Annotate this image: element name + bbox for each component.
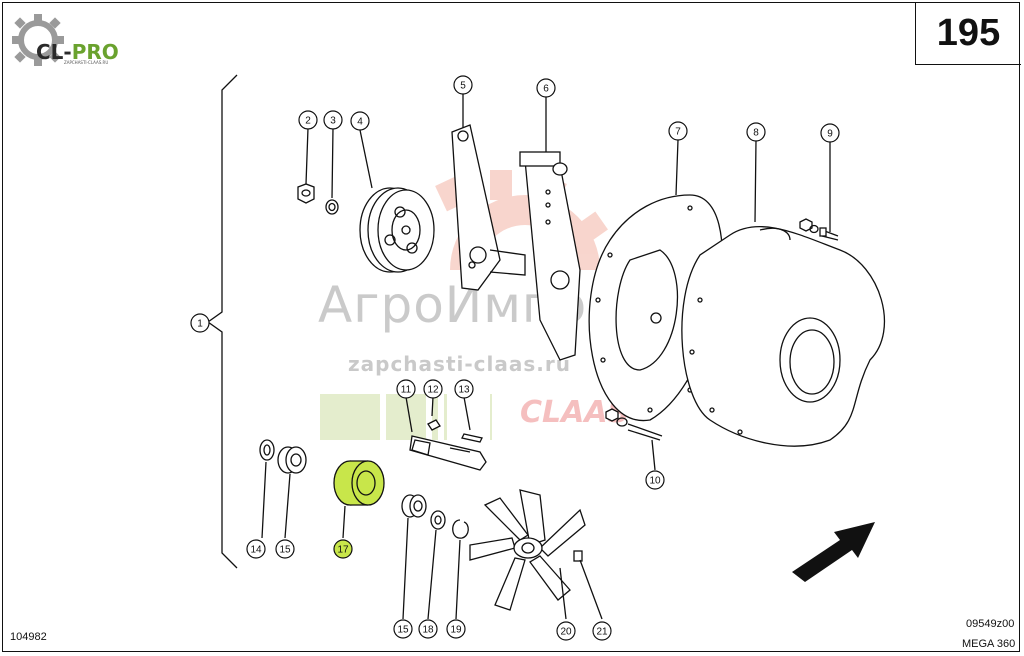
bolt-part-lower — [605, 408, 663, 441]
callout-circle-14 — [246, 539, 266, 559]
direction-arrow-icon — [792, 522, 875, 582]
watermark-url: zapchasti-claas.ru — [348, 352, 571, 376]
callout-circle-9 — [820, 123, 840, 143]
pin-part — [461, 433, 483, 443]
callout-circle-4 — [350, 111, 370, 131]
callout-circle-7 — [668, 121, 688, 141]
callout-circle-15b — [393, 619, 413, 639]
impeller-part — [469, 489, 586, 611]
callout-circle-10 — [645, 470, 665, 490]
nut-part — [297, 183, 315, 204]
callout-circle-19 — [446, 619, 466, 639]
cl-pro-logo: CL-PRO ZAPCHASTI-CLAAS.RU — [8, 10, 128, 70]
shaft-part — [409, 435, 487, 471]
callout-14[interactable]: 14 — [250, 545, 262, 556]
callout-1[interactable]: 1 — [197, 319, 203, 330]
callout-6[interactable]: 6 — [543, 84, 549, 95]
callout-circle-13 — [454, 379, 474, 399]
callout-20[interactable]: 20 — [560, 627, 572, 638]
logo-subtitle: ZAPCHASTI-CLAAS.RU — [64, 60, 109, 65]
drawing-code-right: 09549z00 — [966, 618, 1015, 630]
fan-housing-part — [681, 226, 886, 447]
callout-circle-5 — [453, 75, 473, 95]
callout-circle-18 — [418, 619, 438, 639]
bearing-left-part — [277, 446, 307, 474]
callout-13[interactable]: 13 — [458, 385, 470, 396]
callout-21[interactable]: 21 — [596, 627, 608, 638]
callout-circle-3 — [323, 110, 343, 130]
washer-left-part — [259, 439, 275, 461]
callout-circle-21 — [592, 621, 612, 641]
page-number: 195 — [915, 2, 1021, 65]
callout-12[interactable]: 12 — [427, 385, 439, 396]
callout-circle-20 — [556, 621, 576, 641]
callout-3[interactable]: 3 — [330, 116, 336, 127]
callout-circle-15a — [275, 539, 295, 559]
callout-circle-6 — [536, 78, 556, 98]
callout-7[interactable]: 7 — [675, 127, 681, 138]
washer-part — [325, 199, 339, 215]
callout-15b[interactable]: 15 — [397, 625, 409, 636]
callout-9[interactable]: 9 — [827, 129, 833, 140]
callout-17[interactable]: 17 — [337, 545, 349, 556]
callout-circle-12 — [423, 379, 443, 399]
callout-circle-1 — [190, 313, 210, 333]
key-part — [427, 419, 441, 431]
pulley-part — [359, 187, 435, 273]
machine-model: MEGA 360 — [962, 638, 1016, 650]
drawing-code-left: 104982 — [10, 631, 47, 643]
callout-10[interactable]: 10 — [649, 476, 661, 487]
washer-right-part — [430, 510, 446, 530]
arm-part — [519, 151, 581, 361]
callout-18[interactable]: 18 — [422, 625, 434, 636]
callout-2[interactable]: 2 — [305, 116, 311, 127]
callout-5[interactable]: 5 — [460, 81, 466, 92]
circlip-part — [452, 519, 469, 539]
callout-circle-2 — [298, 110, 318, 130]
callout-4[interactable]: 4 — [357, 117, 363, 128]
callout-19[interactable]: 19 — [450, 625, 462, 636]
callout-15a[interactable]: 15 — [279, 545, 291, 556]
callout-11[interactable]: 11 — [401, 385, 412, 396]
logo-wordmark: CL-PRO — [36, 40, 119, 64]
assembly-bracket — [206, 74, 238, 569]
callout-circle-8 — [746, 122, 766, 142]
set-screw-part — [573, 550, 583, 562]
highlighted-bearing-part — [333, 460, 385, 506]
callout-8[interactable]: 8 — [753, 128, 759, 139]
callout-circle-17 — [333, 539, 353, 559]
callout-circle-11 — [396, 379, 416, 399]
gear-icon — [12, 14, 64, 66]
bearing-right-part — [401, 494, 427, 518]
bracket-plate-part — [451, 124, 526, 291]
bolt-part-upper — [799, 218, 839, 241]
watermark-bars — [320, 394, 492, 440]
